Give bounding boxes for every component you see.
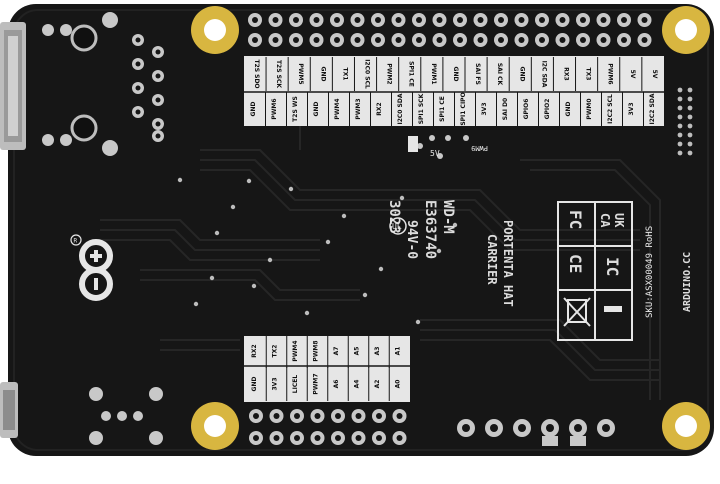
left-pad-grid — [132, 34, 164, 142]
pin-label: GPIO2 — [544, 99, 551, 120]
pin-label: GND — [250, 102, 257, 117]
top-header-pins — [248, 13, 652, 47]
pin-label: A1 — [395, 347, 402, 356]
pin-label: GND — [452, 67, 459, 82]
bottom-label-strip-lower — [244, 366, 410, 402]
pin-label: PWM0 — [586, 98, 593, 119]
svg-text:94V-0: 94V-0 — [404, 220, 419, 259]
pin-label: I2C2 SDA — [649, 93, 656, 124]
arduino-logo-icon — [79, 239, 113, 301]
top-lower-pin-labels: GND PWM6 T2S WS GND PWM4 PWM3 RX2 I2C0 SDA SPI1 … — [250, 92, 656, 126]
pin-label: PWM2 — [386, 63, 393, 84]
pin-label: GND — [251, 377, 258, 392]
pin-label: A3 — [374, 347, 381, 356]
right-via-grid — [677, 87, 693, 156]
mounting-holes — [191, 6, 710, 450]
pin-label: A2 — [374, 380, 381, 389]
pin-label: A4 — [354, 380, 361, 389]
pin-label: A7 — [333, 347, 340, 356]
pin-label: PWM4 — [292, 340, 299, 361]
pin-label: TX1 — [341, 68, 348, 81]
fcc-logo-icon: FC — [566, 210, 585, 229]
pin-label: PWM6 — [271, 98, 278, 119]
pin-label: SAI CK — [496, 63, 503, 86]
pin-label: 5V — [651, 70, 658, 79]
pwm9-label: PWM9 — [471, 144, 488, 152]
site-url: ARDUINO.CC — [682, 252, 693, 312]
pin-label: 3V3 — [272, 378, 279, 391]
svg-text:UL: UL — [392, 222, 402, 231]
manufacturing-markings: WD-M E363740 94V-0 3023 — [386, 200, 456, 259]
ukca-mark-icon: UK CA — [598, 213, 626, 228]
pin-label: PWM1 — [430, 63, 437, 84]
pin-label: PWM8 — [313, 340, 320, 361]
pin-label: PWM3 — [355, 98, 362, 119]
pin-label: I2C2 SCL — [607, 94, 614, 124]
pin-label: GND — [319, 67, 326, 82]
svg-text:WD-M: WD-M — [440, 200, 456, 234]
sku-text: SKU:ASX00049 RoHS — [645, 226, 655, 318]
pin-label: TX2 — [272, 345, 279, 358]
misc-pads — [177, 135, 469, 325]
pin-label: 3V3 — [481, 103, 488, 116]
cert-marks — [557, 201, 633, 341]
svg-text:CARRIER: CARRIER — [485, 234, 499, 285]
pin-label: T2S SDO — [253, 59, 260, 88]
pin-label: SPI1 CIPO — [460, 92, 467, 125]
pin-label: PWM4 — [334, 98, 341, 119]
pin-label: LICEL — [292, 375, 299, 394]
svg-text:PORTENTA HAT: PORTENTA HAT — [501, 220, 515, 307]
pin-label: I2C SDA — [540, 61, 547, 88]
bottom-lower-pin-labels: GND 3V3 LICEL PWM7 A6 A4 A2 A0 — [251, 367, 402, 401]
pin-label: GND — [313, 102, 320, 117]
bottom-label-strip-upper — [244, 336, 410, 366]
left-jack-pads — [42, 12, 118, 156]
pin-label: T2S SCK — [275, 60, 282, 88]
svg-text:UK: UK — [612, 213, 626, 228]
svg-text:FC: FC — [566, 210, 585, 229]
pin-label: SPI1 CE — [408, 61, 415, 87]
pin-label: 3V3 — [628, 103, 635, 116]
bottom-header-pins — [249, 409, 407, 445]
pin-label: RX2 — [251, 344, 258, 357]
pin-label: I2C0 SCL — [364, 59, 371, 89]
pin-label: SPI1 SCK — [418, 93, 425, 124]
weee-bin-icon — [563, 297, 622, 327]
pin-label: GND — [518, 67, 525, 82]
ic-mark-icon: IC — [603, 257, 622, 276]
pin-label: SAI D0 — [502, 98, 509, 120]
svg-text:CE: CE — [566, 254, 585, 273]
pin-label: A5 — [354, 347, 361, 356]
registered-mark-icon: R — [70, 234, 82, 246]
pin-label: A0 — [395, 380, 402, 389]
svg-text:R: R — [74, 238, 78, 245]
pin-label: GPIO6 — [523, 99, 530, 120]
svg-text:E363740: E363740 — [422, 200, 438, 259]
ce-mark-icon: CE — [566, 254, 585, 273]
pin-label: PWM6 — [607, 63, 614, 84]
pin-label: SAI FS — [474, 63, 481, 85]
pin-label: TX3 — [585, 68, 592, 81]
pin-label: A6 — [333, 380, 340, 389]
pin-label: RX3 — [562, 67, 569, 80]
pin-label: SPI1 CE — [439, 96, 446, 122]
pin-label: I2C0 SDA — [397, 93, 404, 124]
product-name: PORTENTA HAT CARRIER — [485, 220, 515, 307]
bottom-upper-pin-labels: RX2 TX2 PWM4 PWM8 A7 A5 A3 A1 — [251, 334, 402, 368]
button-pads — [89, 387, 163, 445]
pin-label: T2S WS — [292, 96, 299, 122]
pin-label: PWM7 — [313, 373, 320, 394]
svg-text:IC: IC — [603, 257, 622, 276]
ul-logo-icon: UL — [389, 217, 407, 235]
pin-label: GND — [565, 102, 572, 117]
svg-text:CA: CA — [598, 213, 612, 228]
top-label-strip-upper — [244, 56, 664, 92]
top-upper-pin-labels: T2S SDO T2S SCK PWM5 GND TX1 I2C0 SCL PWM2 SPI1… — [253, 57, 658, 91]
five-v-label: 5V — [430, 149, 440, 158]
pin-label: RX2 — [376, 102, 383, 115]
bottom-connector-pads — [457, 419, 615, 446]
pin-label: PWM5 — [297, 63, 304, 84]
pin-label: 5V — [629, 70, 636, 79]
